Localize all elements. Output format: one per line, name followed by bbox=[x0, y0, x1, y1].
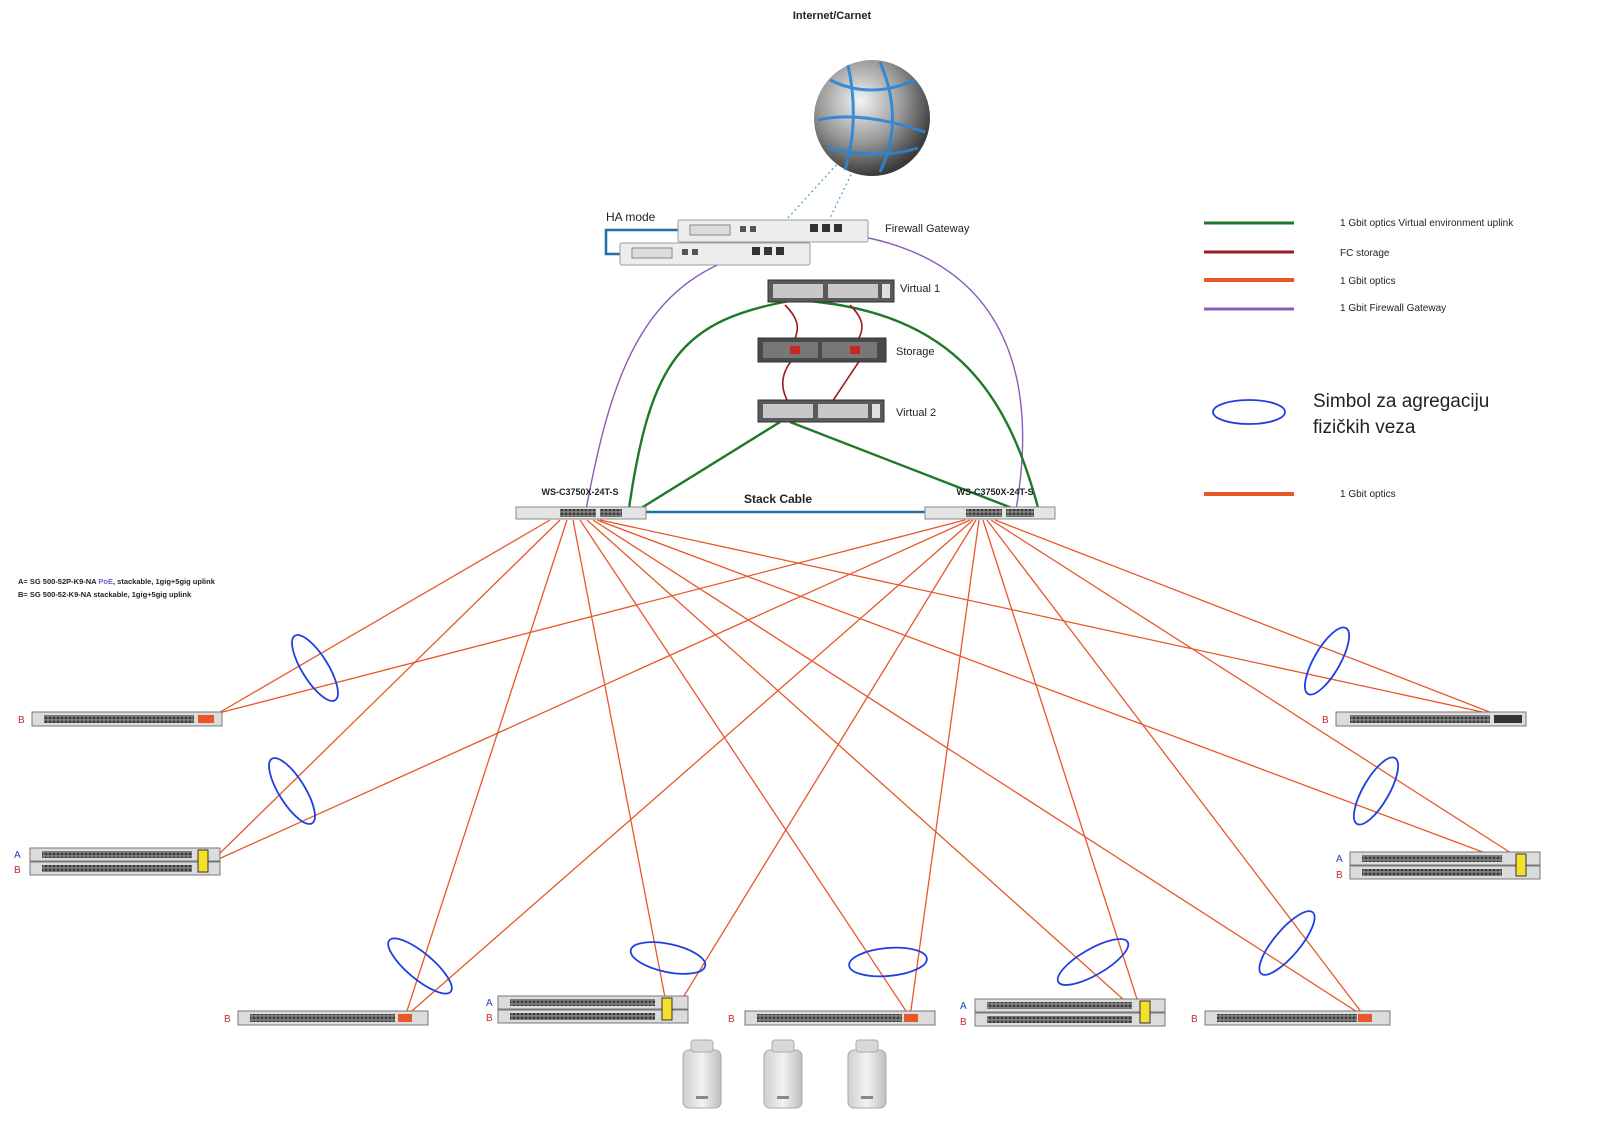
fiber-link bbox=[211, 519, 971, 863]
fiber-link bbox=[404, 519, 974, 1018]
aggregation-ellipse bbox=[1353, 756, 1399, 826]
access-switch-right-stack bbox=[1349, 851, 1541, 880]
firewall-link bbox=[829, 231, 1024, 516]
switch-type-letter: A bbox=[1336, 854, 1343, 865]
switch-type-letter: B bbox=[14, 865, 21, 876]
aggregation-ellipse bbox=[1056, 938, 1130, 986]
virtual2-server bbox=[757, 399, 885, 423]
fiber-link-group bbox=[209, 519, 1523, 1025]
legend-a-text: A= SG 500-52P-K9-NA PoE, stackable, 1gig… bbox=[18, 577, 216, 586]
fiber-link bbox=[404, 519, 568, 1018]
access-point-icon bbox=[682, 1039, 722, 1109]
aggregation-ellipse bbox=[387, 937, 453, 995]
fc-link bbox=[781, 359, 793, 406]
access-switch-left-stack bbox=[29, 847, 221, 876]
virtual1-server bbox=[767, 279, 895, 303]
access-switch-bottom-4 bbox=[974, 998, 1166, 1027]
fiber-link bbox=[986, 519, 1366, 1018]
legend-label: FC storage bbox=[1340, 248, 1390, 259]
aggregation-ellipse bbox=[1258, 910, 1316, 976]
access-point-icon bbox=[847, 1039, 887, 1109]
line-legend: 1 Gbit optics Virtual environment uplink… bbox=[1204, 218, 1514, 500]
fiber-link bbox=[214, 519, 561, 859]
fiber-link bbox=[667, 519, 977, 1023]
storage-server bbox=[757, 337, 887, 363]
fiber-link bbox=[579, 519, 911, 1018]
virtual2-label: Virtual 2 bbox=[896, 407, 936, 419]
legend-label: 1 Gbit optics Virtual environment uplink bbox=[1340, 218, 1514, 229]
switch-type-letter: B bbox=[18, 715, 25, 726]
access-switch-bottom-1 bbox=[237, 1010, 429, 1026]
core-left-label: WS-C3750X-24T-S bbox=[541, 487, 618, 497]
core-right-label: WS-C3750X-24T-S bbox=[956, 487, 1033, 497]
aggregation-ellipse bbox=[1304, 626, 1350, 696]
virtual1-label: Virtual 1 bbox=[900, 283, 940, 295]
switch-type-letter: B bbox=[728, 1014, 735, 1025]
firewall-primary bbox=[677, 219, 869, 243]
ha-cable bbox=[604, 228, 678, 256]
aggregation-symbol-group bbox=[268, 626, 1399, 995]
fiber-link bbox=[909, 519, 980, 1018]
legend-optics-label: 1 Gbit optics bbox=[1340, 489, 1396, 500]
legend-label: 1 Gbit Firewall Gateway bbox=[1340, 303, 1446, 314]
fiber-link bbox=[209, 519, 551, 719]
access-point-icon bbox=[763, 1039, 803, 1109]
aggregation-ellipse bbox=[629, 941, 707, 975]
core-switch-right bbox=[924, 506, 1056, 520]
virtual-uplink bbox=[794, 298, 1042, 516]
internet-globe-icon bbox=[814, 60, 930, 176]
fiber-link bbox=[982, 519, 1146, 1025]
core-switch-left bbox=[515, 506, 647, 520]
fiber-link bbox=[990, 519, 1523, 861]
fiber-link bbox=[994, 519, 1506, 719]
fiber-link bbox=[572, 519, 669, 1014]
virtual-uplink bbox=[626, 298, 796, 516]
virtual-uplink-group bbox=[626, 298, 1042, 517]
aggregation-ellipse bbox=[291, 634, 339, 702]
stack-cable-label: Stack Cable bbox=[744, 492, 812, 506]
access-switch-bottom-5 bbox=[1204, 1010, 1391, 1026]
fiber-link bbox=[214, 519, 966, 715]
switch-type-letter: A bbox=[14, 850, 21, 861]
legend-label: 1 Gbit optics bbox=[1340, 276, 1396, 287]
legend-b-text: B= SG 500-52-K9-NA stackable, 1gig+5gig … bbox=[18, 590, 192, 599]
switch-type-letter: B bbox=[224, 1014, 231, 1025]
firewall-gateway-label: Firewall Gateway bbox=[885, 223, 970, 235]
access-switch-bottom-3 bbox=[744, 1010, 936, 1026]
access-switch-bottom-2 bbox=[497, 995, 689, 1024]
firewall-link bbox=[584, 251, 756, 516]
aggregation-ellipse bbox=[268, 757, 316, 825]
firewall-secondary bbox=[619, 242, 811, 266]
access-switch-right-top bbox=[1335, 711, 1527, 727]
switch-type-letter: B bbox=[960, 1017, 967, 1028]
aggregation-ellipse bbox=[848, 946, 928, 978]
switch-type-letter: A bbox=[960, 1001, 967, 1012]
internet-label: Internet/Carnet bbox=[793, 10, 872, 22]
fiber-link bbox=[599, 519, 1511, 719]
aggregation-legend-line1: Simbol za agregaciju bbox=[1313, 391, 1489, 412]
aggregation-legend-ellipse bbox=[1212, 399, 1286, 425]
switch-type-letter: B bbox=[1191, 1014, 1198, 1025]
fiber-link bbox=[596, 519, 1521, 867]
internet-link bbox=[774, 149, 851, 233]
virtual-uplink bbox=[789, 420, 1031, 517]
switch-type-letter: A bbox=[486, 998, 493, 1009]
access-switch-left-top bbox=[31, 711, 223, 727]
storage-label: Storage bbox=[896, 346, 935, 358]
ha-mode-label: HA mode bbox=[606, 210, 656, 224]
firewall-link-group bbox=[584, 231, 1024, 516]
aggregation-legend-line2: fizičkih veza bbox=[1313, 417, 1416, 438]
switch-type-letter: B bbox=[1336, 870, 1343, 881]
fc-link bbox=[829, 359, 861, 406]
virtual-uplink bbox=[629, 420, 781, 517]
fiber-link bbox=[592, 519, 1366, 1018]
internet-link-group bbox=[774, 149, 863, 233]
switch-type-letter: B bbox=[1322, 715, 1329, 726]
fiber-link bbox=[586, 519, 1144, 1018]
switch-type-letter: B bbox=[486, 1013, 493, 1024]
